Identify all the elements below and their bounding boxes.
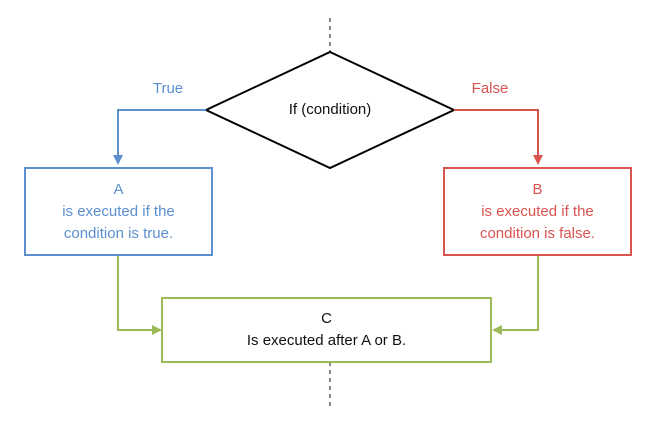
box-a [24,167,213,256]
false-branch-label: False [471,80,509,97]
box-b-title: B [532,181,543,198]
box-b-line1: is executed if the [481,203,594,220]
box-c-title: C [321,310,332,327]
merge-from-b-connector [492,256,539,335]
box-c-line1: Is executed after A or B. [246,332,407,349]
box-b [443,167,632,256]
box-a-line2: condition is true. [63,225,174,242]
merge-from-a-connector [117,256,162,335]
decision-diamond [203,50,457,170]
box-c [161,297,492,363]
true-branch-label: True [152,80,184,97]
box-a-line1: is executed if the [62,203,175,220]
decision-label: If (condition) [288,101,372,118]
box-b-line2: condition is false. [479,225,596,242]
false-branch-connector [454,109,543,165]
box-a-title: A [113,181,124,198]
true-branch-connector [113,109,206,165]
